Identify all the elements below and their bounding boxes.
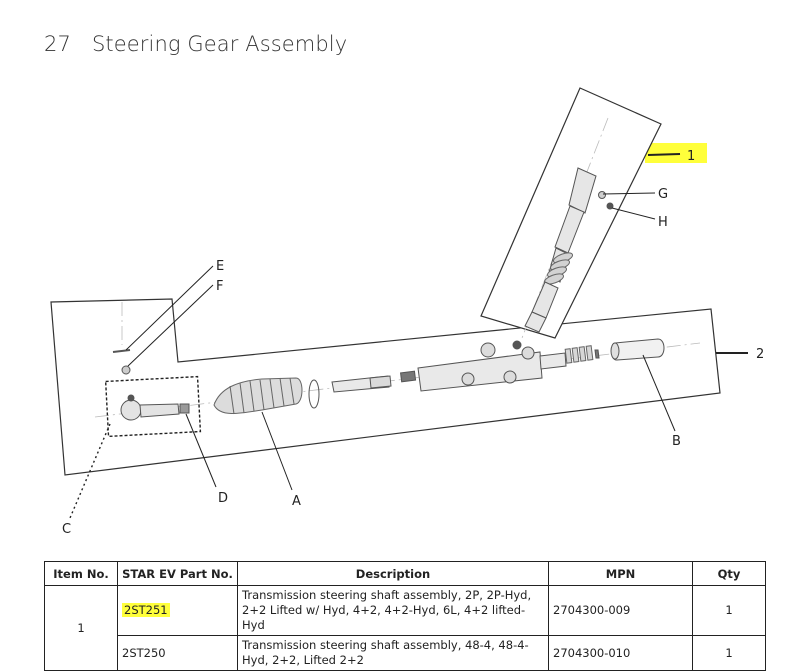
- header-item-no: Item No.: [44, 561, 118, 586]
- item-no-cell: 1: [44, 585, 118, 671]
- callout-b: B: [672, 434, 681, 449]
- header-qty: Qty: [692, 561, 766, 586]
- description-cell: Transmission steering shaft assembly, 48…: [237, 635, 549, 671]
- qty-cell: 1: [692, 585, 766, 636]
- highlighted-part-no: 2ST251: [122, 603, 170, 617]
- qty-cell: 1: [692, 635, 766, 671]
- header-mpn: MPN: [548, 561, 693, 586]
- rack-frame: [50, 298, 721, 476]
- callout-f: F: [216, 279, 223, 294]
- mpn-cell: 2704300-009: [548, 585, 693, 636]
- steering-shaft-part: [524, 167, 614, 333]
- section-number: 27: [44, 32, 71, 56]
- part-no-cell: 2ST250: [117, 635, 238, 671]
- callout-e: E: [216, 259, 224, 274]
- callout-g: G: [658, 187, 668, 202]
- table-row: 2ST250 Transmission steering shaft assem…: [45, 635, 766, 671]
- callout-c: C: [62, 522, 71, 537]
- description-cell: Transmission steering shaft assembly, 2P…: [237, 585, 549, 636]
- section-title: Steering Gear Assembly: [92, 32, 348, 56]
- tie-rod-end-box: [104, 375, 202, 438]
- header-part-no: STAR EV Part No.: [117, 561, 238, 586]
- table-header-row: Item No. STAR EV Part No. Description MP…: [44, 561, 766, 586]
- steering-gear-exploded-diagram: 1 2 G H E F D A B C: [50, 87, 764, 537]
- mpn-cell: 2704300-010: [548, 635, 693, 671]
- part-no-cell: 2ST251: [117, 585, 238, 636]
- parts-table: Item No. STAR EV Part No. Description MP…: [44, 561, 766, 671]
- callout-1: 1: [687, 149, 695, 164]
- header-description: Description: [237, 561, 549, 586]
- callout-d: D: [218, 491, 228, 506]
- rack-and-pinion-part: [213, 338, 665, 415]
- callout-1-highlight: [645, 143, 707, 163]
- nut-and-cotter-pin: [112, 349, 131, 375]
- callout-a: A: [292, 494, 301, 509]
- table-row: 1 2ST251 Transmission steering shaft ass…: [44, 585, 766, 671]
- callout-2: 2: [756, 347, 764, 362]
- tie-rod-end-part: [120, 394, 190, 421]
- leader-lines: [69, 153, 748, 519]
- page-title: 27 Steering Gear Assembly: [44, 32, 347, 56]
- callout-h: H: [658, 215, 668, 230]
